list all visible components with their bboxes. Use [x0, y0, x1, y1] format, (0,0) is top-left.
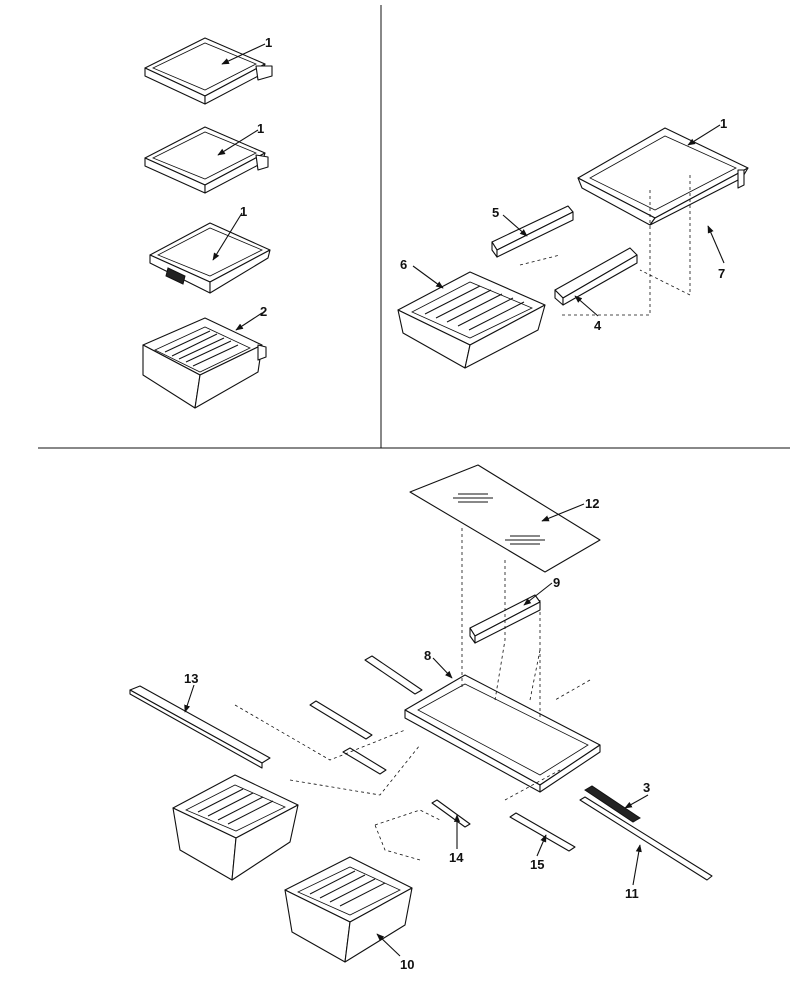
crisper-drawer-left: [172, 774, 299, 881]
leader-c8: [432, 657, 453, 679]
leader-c1b: [217, 129, 259, 156]
assembly-guides-top-right: [519, 175, 691, 316]
slide-rail-5: [491, 205, 574, 258]
callout-1c: 1: [240, 204, 247, 219]
leader-c5: [502, 214, 528, 237]
callout-15: 15: [530, 857, 544, 872]
callout-2: 2: [260, 304, 267, 319]
callout-1d: 1: [720, 116, 727, 131]
rail-13: [129, 685, 271, 769]
assembly-guides-bottom: [234, 528, 591, 861]
slide-small: [342, 747, 387, 775]
leader-c11: [632, 844, 642, 886]
leader-c4: [574, 295, 599, 317]
callout-7: 7: [718, 266, 725, 281]
callout-6: 6: [400, 257, 407, 272]
leader-c15: [536, 834, 547, 857]
callout-8: 8: [424, 648, 431, 663]
leader-c7: [707, 225, 725, 264]
callout-12: 12: [585, 496, 599, 511]
shelf-1-top: [144, 37, 273, 105]
leader-c2: [235, 312, 263, 331]
rail-upper: [364, 655, 423, 695]
callout-3: 3: [643, 780, 650, 795]
slide-rail-4: [554, 247, 638, 306]
callout-1b: 1: [257, 121, 264, 136]
callout-14: 14: [449, 850, 464, 865]
crisper-drawer-2: [142, 317, 267, 409]
shelf-1-right: [577, 127, 749, 226]
rail-middle: [309, 700, 373, 740]
callout-13: 13: [184, 671, 198, 686]
crisper-drawer-10: [284, 856, 413, 963]
rail-11: [579, 796, 713, 881]
crisper-drawer-6: [397, 271, 546, 369]
leader-c13: [184, 684, 195, 713]
shelf-1-second: [144, 126, 269, 194]
callout-4: 4: [594, 318, 602, 333]
callout-9: 9: [553, 575, 560, 590]
callout-10: 10: [400, 957, 414, 972]
leader-c6: [412, 265, 444, 289]
leader-c3: [624, 794, 649, 809]
glass-shelf-12: [409, 464, 601, 573]
shelf-1-third: [149, 222, 271, 294]
leader-c9: [523, 582, 553, 606]
leader-c1a: [221, 43, 266, 65]
callout-1a: 1: [265, 35, 272, 50]
rail-15: [509, 812, 576, 852]
leader-c10: [376, 933, 401, 957]
slide-14: [431, 799, 471, 828]
leader-c1d: [687, 124, 721, 146]
shelf-frame-8: [404, 674, 601, 793]
leader-c12: [541, 503, 585, 522]
callout-11: 11: [625, 886, 639, 901]
slide-3: [584, 785, 641, 823]
leader-c1c: [212, 212, 243, 261]
callout-5: 5: [492, 205, 499, 220]
